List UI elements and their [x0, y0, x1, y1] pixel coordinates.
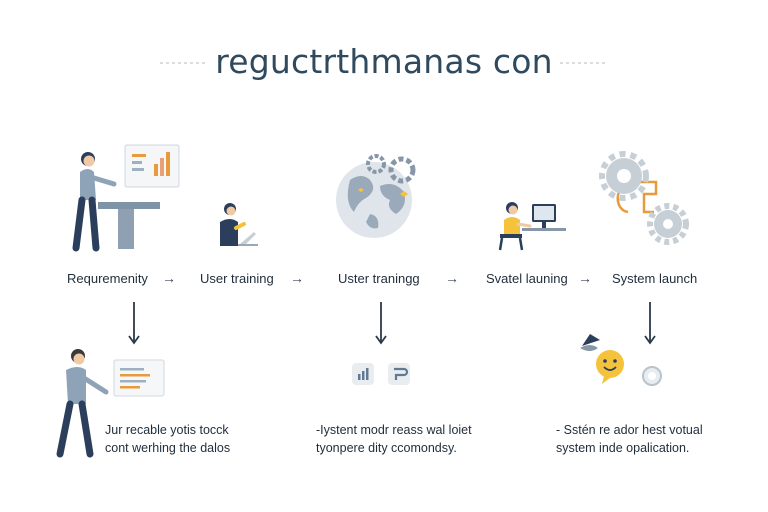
- detail-caption-1: Jur recable yotis tocck cont werhing the…: [105, 421, 230, 457]
- detail-caption-2-line-2: tyonpere dity ccomondsy.: [316, 441, 457, 455]
- title-dots-left: [160, 62, 206, 64]
- flow-arrow-1: →: [162, 270, 176, 286]
- step-label-4: Svatel launing: [486, 271, 568, 286]
- step-label-1: Requremenity: [67, 271, 148, 286]
- gears-icon: [599, 151, 689, 245]
- detail-caption-3-line-2: system inde opalication.: [556, 441, 690, 455]
- flow-arrow-4: →: [578, 270, 592, 286]
- detail-caption-1-line-2: cont werhing the dalos: [105, 441, 231, 455]
- chart-and-chat-icons: [352, 363, 410, 385]
- presenter-chart-icon: [56, 349, 165, 458]
- detail-caption-2: -Iystent modr reass wal loiet tyonpere d…: [316, 421, 472, 457]
- down-arrow-1: [128, 302, 140, 345]
- detail-caption-1-line-1: Jur recable yotis tocck: [105, 423, 229, 437]
- detail-caption-3: - Sstén re ador hest votual system inde …: [556, 421, 703, 457]
- presenter-board-icon: [72, 144, 180, 252]
- detail-caption-2-line-1: -Iystent modr reass wal loiet: [316, 423, 472, 437]
- person-laptop-icon: [220, 203, 258, 246]
- step-label-3: Uster traningg: [338, 271, 420, 286]
- down-arrow-3: [644, 302, 656, 345]
- title-dots-right: [560, 62, 606, 64]
- diagram-title: reguctrthmanas con: [215, 42, 553, 81]
- flow-arrow-2: →: [290, 270, 304, 286]
- step-label-2: User training: [200, 271, 274, 286]
- smiley-chat-icon: [580, 334, 662, 386]
- detail-caption-3-line-1: - Sstén re ador hest votual: [556, 423, 703, 437]
- step-label-5: System launch: [612, 271, 698, 286]
- globe-gears-icon: [336, 154, 416, 238]
- flow-arrow-3: →: [445, 270, 459, 286]
- person-desk-computer-icon: [498, 202, 566, 251]
- down-arrow-2: [375, 302, 387, 345]
